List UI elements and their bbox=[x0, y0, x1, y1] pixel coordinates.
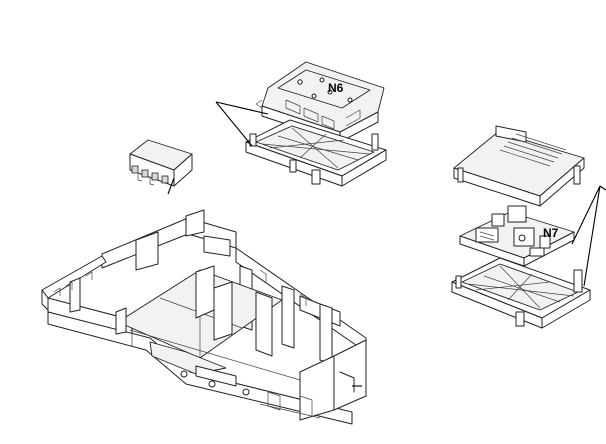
n7-tray bbox=[451, 257, 591, 329]
n7-assembly: N7 bbox=[451, 125, 606, 329]
n6-label: N6 bbox=[328, 81, 344, 95]
relay-component bbox=[129, 139, 193, 195]
n6-module bbox=[255, 61, 385, 143]
n7-cover bbox=[453, 125, 585, 207]
large-frame bbox=[41, 209, 367, 425]
n6-leader-lines bbox=[215, 101, 269, 147]
n6-tray bbox=[245, 119, 387, 187]
n7-circuit-board bbox=[459, 205, 575, 267]
n6-assembly: N6 bbox=[215, 61, 387, 187]
n7-leader-lines bbox=[571, 185, 606, 287]
n7-label: N7 bbox=[543, 226, 559, 240]
